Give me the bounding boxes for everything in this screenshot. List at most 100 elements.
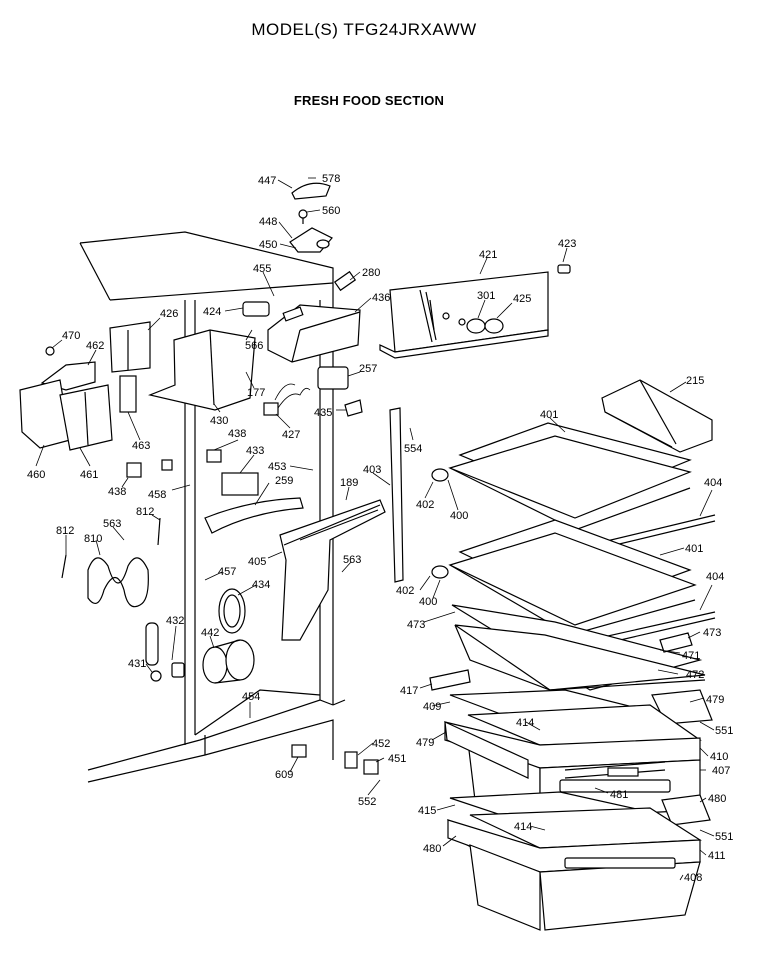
label-215: 215 bbox=[686, 375, 704, 387]
fan-motor-442 bbox=[202, 639, 255, 684]
label-409: 409 bbox=[423, 701, 441, 713]
label-434: 434 bbox=[252, 579, 270, 591]
part-438b bbox=[126, 462, 142, 478]
label-411: 411 bbox=[708, 850, 726, 862]
label-438b: 438 bbox=[108, 486, 126, 498]
wiring-harness-427 bbox=[263, 383, 311, 416]
label-480b: 480 bbox=[423, 843, 441, 855]
label-423: 423 bbox=[558, 238, 576, 250]
label-566: 566 bbox=[245, 340, 263, 352]
label-432: 432 bbox=[166, 615, 184, 627]
label-479a: 479 bbox=[706, 694, 724, 706]
light-shield-assembly bbox=[289, 182, 333, 253]
bracket-451 bbox=[363, 759, 379, 775]
label-560: 560 bbox=[322, 205, 340, 217]
label-450: 450 bbox=[259, 239, 277, 251]
label-415: 415 bbox=[418, 805, 436, 817]
label-810: 810 bbox=[84, 533, 102, 545]
label-414b: 414 bbox=[514, 821, 532, 833]
label-421: 421 bbox=[479, 249, 497, 261]
label-424: 424 bbox=[203, 306, 221, 318]
bracket-452 bbox=[344, 751, 358, 769]
label-431: 431 bbox=[128, 658, 146, 670]
label-812b: 812 bbox=[136, 506, 154, 518]
label-451: 451 bbox=[388, 753, 406, 765]
label-552: 552 bbox=[358, 796, 376, 808]
label-458: 458 bbox=[148, 489, 166, 501]
label-417: 417 bbox=[400, 685, 418, 697]
door-bin-215 bbox=[601, 379, 713, 453]
label-463: 463 bbox=[132, 440, 150, 452]
label-435: 435 bbox=[314, 407, 332, 419]
section-title: FRESH FOOD SECTION bbox=[293, 93, 445, 108]
label-563a: 563 bbox=[103, 518, 121, 530]
drawer-408 bbox=[447, 819, 701, 931]
label-438a: 438 bbox=[228, 428, 246, 440]
label-404a: 404 bbox=[704, 477, 722, 489]
part-433 bbox=[221, 472, 259, 496]
damper-assembly-460 bbox=[19, 346, 137, 451]
label-414a: 414 bbox=[516, 717, 534, 729]
label-479b: 479 bbox=[416, 737, 434, 749]
label-460: 460 bbox=[27, 469, 45, 481]
label-452: 452 bbox=[372, 738, 390, 750]
rail-417 bbox=[429, 669, 471, 691]
label-442: 442 bbox=[201, 627, 219, 639]
control-panel-421 bbox=[379, 264, 571, 359]
label-407: 407 bbox=[712, 765, 730, 777]
crisper-cover-472 bbox=[451, 604, 706, 691]
label-578: 578 bbox=[322, 173, 340, 185]
glass-shelf-401-top bbox=[431, 422, 716, 552]
label-471: 471 bbox=[682, 650, 700, 662]
label-473a: 473 bbox=[407, 619, 425, 631]
label-480a: 480 bbox=[708, 793, 726, 805]
label-400a: 400 bbox=[450, 510, 468, 522]
part-432 bbox=[145, 622, 159, 666]
label-436: 436 bbox=[372, 292, 390, 304]
label-433: 433 bbox=[246, 445, 264, 457]
label-473b: 473 bbox=[703, 627, 721, 639]
label-425: 425 bbox=[513, 293, 531, 305]
light-housing-436 bbox=[267, 304, 361, 363]
label-448: 448 bbox=[259, 216, 277, 228]
label-470: 470 bbox=[62, 330, 80, 342]
label-447: 447 bbox=[258, 175, 276, 187]
label-410: 410 bbox=[710, 751, 728, 763]
heater-810 bbox=[87, 557, 149, 608]
label-404b: 404 bbox=[706, 571, 724, 583]
label-426: 426 bbox=[160, 308, 178, 320]
label-259: 259 bbox=[275, 475, 293, 487]
label-401a: 401 bbox=[540, 409, 558, 421]
label-430: 430 bbox=[210, 415, 228, 427]
light-bulb-280 bbox=[333, 270, 357, 292]
label-453: 453 bbox=[268, 461, 286, 473]
label-401b: 401 bbox=[685, 543, 703, 555]
label-257: 257 bbox=[359, 363, 377, 375]
label-551a: 551 bbox=[715, 725, 733, 737]
label-461: 461 bbox=[80, 469, 98, 481]
label-189: 189 bbox=[340, 477, 358, 489]
part-small bbox=[161, 459, 173, 471]
label-812a: 812 bbox=[56, 525, 74, 537]
label-481: 481 bbox=[610, 789, 628, 801]
label-280: 280 bbox=[362, 267, 380, 279]
part-609 bbox=[291, 744, 307, 758]
label-472: 472 bbox=[686, 669, 704, 681]
label-563b: 563 bbox=[343, 554, 361, 566]
part-labels: 578 447 560 448 450 280 455 421 423 436 … bbox=[27, 173, 733, 884]
label-457: 457 bbox=[218, 566, 236, 578]
label-454: 454 bbox=[242, 691, 260, 703]
part-257 bbox=[317, 366, 349, 390]
label-400b: 400 bbox=[419, 596, 437, 608]
label-301: 301 bbox=[477, 290, 495, 302]
slide-rail-480a bbox=[661, 794, 711, 826]
slide-rail-479b bbox=[444, 721, 529, 779]
fan-housing-430 bbox=[109, 321, 256, 411]
label-405: 405 bbox=[248, 556, 266, 568]
leader-lines bbox=[35, 177, 715, 881]
label-609: 609 bbox=[275, 769, 293, 781]
trough-259 bbox=[204, 497, 304, 534]
part-435 bbox=[344, 399, 363, 417]
label-554: 554 bbox=[404, 443, 422, 455]
